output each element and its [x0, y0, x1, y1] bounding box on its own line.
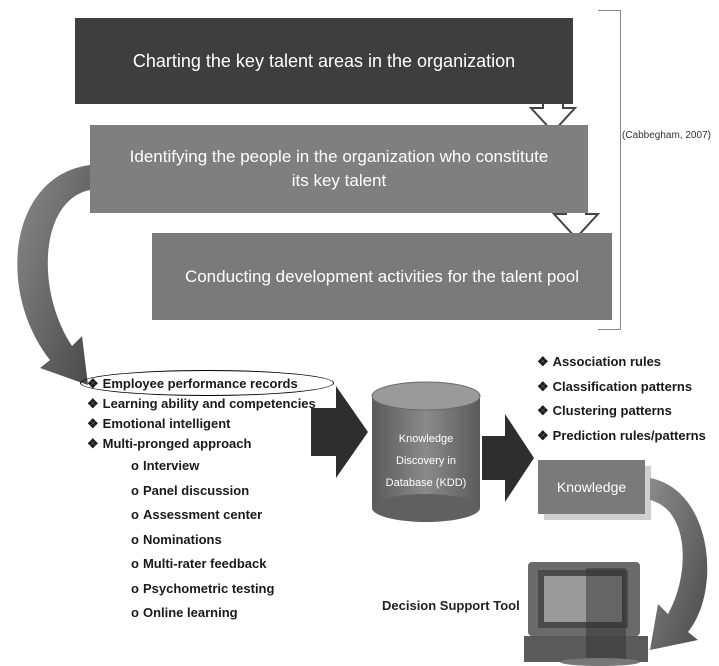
knowledge-box: Knowledge — [538, 460, 645, 514]
circle-bullet-icon: o — [131, 531, 139, 547]
kdd-cylinder — [371, 381, 481, 522]
highlight-ellipse — [80, 370, 334, 396]
list-item: ❖Clustering patterns — [537, 399, 706, 424]
kdd-label-line: Knowledge — [398, 433, 454, 445]
citation-bracket — [598, 10, 621, 330]
diamond-bullet-icon: ❖ — [537, 427, 549, 443]
diamond-bullet-icon: ❖ — [87, 436, 99, 451]
list-item-label: Learning ability and competencies — [102, 396, 316, 411]
pattern-list: ❖Association rules ❖Classification patte… — [537, 350, 706, 448]
arrow-kdd-to-knowledge — [482, 414, 534, 502]
diamond-bullet-icon: ❖ — [537, 378, 549, 394]
curved-arrow-right — [650, 478, 708, 650]
diamond-bullet-icon: ❖ — [87, 396, 99, 411]
circle-bullet-icon: o — [131, 458, 139, 473]
diamond-bullet-icon: ❖ — [537, 354, 549, 369]
list-item: ❖Association rules — [537, 350, 706, 375]
kdd-label-line: Database (KDD) — [385, 477, 467, 489]
sub-list-item-label: Assessment center — [142, 507, 263, 522]
list-item: ❖Emotional intelligent — [87, 414, 316, 434]
citation-text: (Cabbegham, 2007) — [622, 130, 711, 141]
sub-list-item-label: Psychometric testing — [142, 580, 275, 596]
list-item-label: Clustering patterns — [552, 403, 672, 418]
list-item: ❖Classification patterns — [537, 375, 706, 400]
circle-bullet-icon: o — [131, 507, 139, 522]
sub-list-item-label: Online learning — [142, 605, 238, 620]
step-box-conducting: Conducting development activities for th… — [152, 233, 612, 320]
arrow-inputs-to-kdd — [311, 386, 368, 478]
step-text-conducting: Conducting development activities for th… — [184, 266, 580, 286]
curved-arrow-left — [17, 165, 90, 385]
knowledge-label: Knowledge — [556, 479, 627, 495]
list-item-label: Emotional intelligent — [102, 416, 231, 431]
circle-bullet-icon: o — [131, 605, 139, 620]
diamond-bullet-icon: ❖ — [537, 403, 549, 418]
diamond-bullet-icon: ❖ — [87, 416, 99, 431]
list-item: ❖Multi-pronged approach — [87, 434, 316, 454]
input-data-list: ❖Employee performance records ❖Learning … — [87, 374, 316, 626]
list-item-label: Prediction rules/patterns — [552, 427, 706, 443]
circle-bullet-icon: o — [131, 556, 139, 571]
sub-list-item-label: Interview — [142, 458, 200, 473]
circle-bullet-icon: o — [131, 580, 139, 596]
step-text-identifying: Identifying the people in the organizati… — [129, 147, 549, 190]
kdd-label-line: Discovery in — [396, 455, 456, 467]
step-box-identifying: Identifying the people in the organizati… — [90, 125, 588, 213]
diamond-bullet-icon: ❖ — [87, 376, 99, 391]
list-item-label: Employee performance records — [102, 376, 298, 391]
step-text-charting: Charting the key talent areas in the org… — [132, 50, 516, 71]
step-box-charting: Charting the key talent areas in the org… — [75, 18, 573, 104]
sub-list-item-label: Multi-rater feedback — [142, 556, 267, 571]
decision-support-label: Decision Support Tool — [382, 598, 520, 613]
list-item-label: Association rules — [552, 354, 662, 369]
list-item: ❖Prediction rules/patterns — [537, 424, 706, 449]
sub-list-item-label: Nominations — [142, 531, 222, 547]
list-item-label: Classification patterns — [552, 378, 693, 394]
circle-bullet-icon: o — [131, 482, 139, 498]
computer-icon — [524, 562, 648, 666]
list-item: ❖Learning ability and competencies — [87, 394, 316, 414]
kdd-label: Knowledge Discovery in Database (KDD) — [372, 428, 480, 494]
list-item: ❖Employee performance records — [87, 374, 316, 394]
sub-list-item-label: Panel discussion — [142, 482, 250, 498]
list-item-label: Multi-pronged approach — [102, 436, 252, 451]
